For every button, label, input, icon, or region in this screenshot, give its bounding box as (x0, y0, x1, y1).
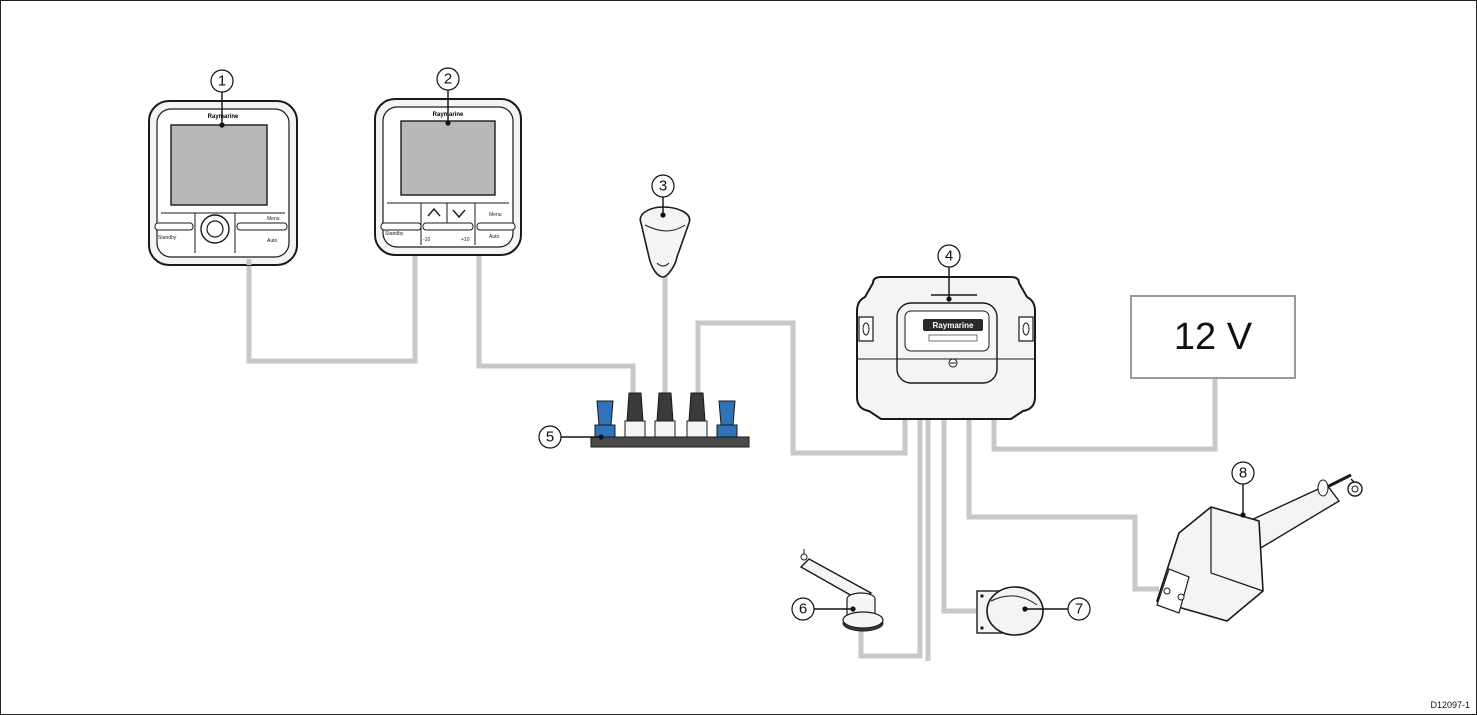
cable-1-to-2 (246, 253, 418, 364)
cable-4-to-6 (858, 419, 923, 659)
standby-label: Standby (158, 235, 177, 241)
auto-button[interactable] (236, 222, 288, 231)
down-arrow-icon[interactable] (452, 209, 466, 219)
callout-7-label: 7 (1075, 601, 1083, 618)
power-supply-box (1130, 295, 1296, 379)
minus10-label: -10 (423, 237, 430, 243)
callout-8: 8 (1231, 461, 1255, 518)
rudder-reference-sensor (799, 549, 884, 632)
cable-2-to-backbone (476, 253, 636, 393)
brand-logo: Raymarine (933, 321, 974, 330)
callout-2: 2 (436, 67, 460, 126)
standby-button[interactable] (380, 222, 422, 231)
auto-label: Auto (267, 238, 278, 244)
callout-6-label: 6 (799, 601, 807, 618)
drive-unit (976, 586, 1044, 636)
backbone-connector-block (590, 392, 750, 448)
linear-actuator (1155, 473, 1363, 622)
callout-6: 6 (791, 597, 856, 621)
plus-minus-button[interactable] (422, 222, 474, 231)
callout-5-label: 5 (546, 429, 554, 446)
display-screen (400, 120, 496, 196)
menu-label: Menu (267, 216, 280, 222)
cable-4-to-12v (991, 379, 1218, 452)
p70-controller: Raymarine Standby -10 +10 Menu Auto (374, 98, 522, 256)
blue-terminator-right (716, 400, 738, 438)
cable-4-to-7 (941, 419, 976, 614)
spur-connector (624, 392, 646, 438)
callout-3: 3 (651, 174, 675, 218)
power-supply-label: 12 V (1173, 315, 1253, 358)
spur-connector (686, 392, 708, 438)
p70s-controller: Raymarine Standby Menu Auto (148, 100, 298, 266)
cables (246, 253, 1218, 661)
callouts: 1 2 3 4 5 6 (210, 67, 1255, 621)
menu-label: Menu (489, 212, 502, 218)
brand-badge (923, 319, 983, 331)
acu-unit: Raymarine (856, 276, 1036, 420)
cable-4-to-8 (966, 419, 1159, 592)
callout-8-label: 8 (1239, 465, 1247, 482)
figure-code: D12097-1 (1430, 700, 1470, 710)
standby-label: Standby (385, 231, 404, 237)
blue-terminator-left (594, 400, 616, 438)
up-arrow-icon[interactable] (427, 207, 441, 217)
brand-logo: Raymarine (208, 114, 239, 120)
spur-connector (654, 392, 676, 438)
callout-3-label: 3 (659, 178, 667, 195)
cable-backbone-loop (695, 320, 908, 456)
auto-button[interactable] (476, 222, 516, 231)
callout-4-label: 4 (945, 248, 953, 265)
callout-1: 1 (210, 69, 234, 128)
display-screen (170, 124, 268, 206)
callout-1-label: 1 (218, 73, 226, 90)
callout-7: 7 (1022, 597, 1091, 621)
compass-sensor (639, 206, 691, 278)
callout-4: 4 (937, 244, 961, 302)
auto-label: Auto (489, 234, 500, 240)
plus10-label: +10 (461, 237, 470, 243)
callout-2-label: 2 (444, 71, 452, 88)
callout-5: 5 (538, 425, 604, 449)
standby-button[interactable] (154, 222, 194, 231)
